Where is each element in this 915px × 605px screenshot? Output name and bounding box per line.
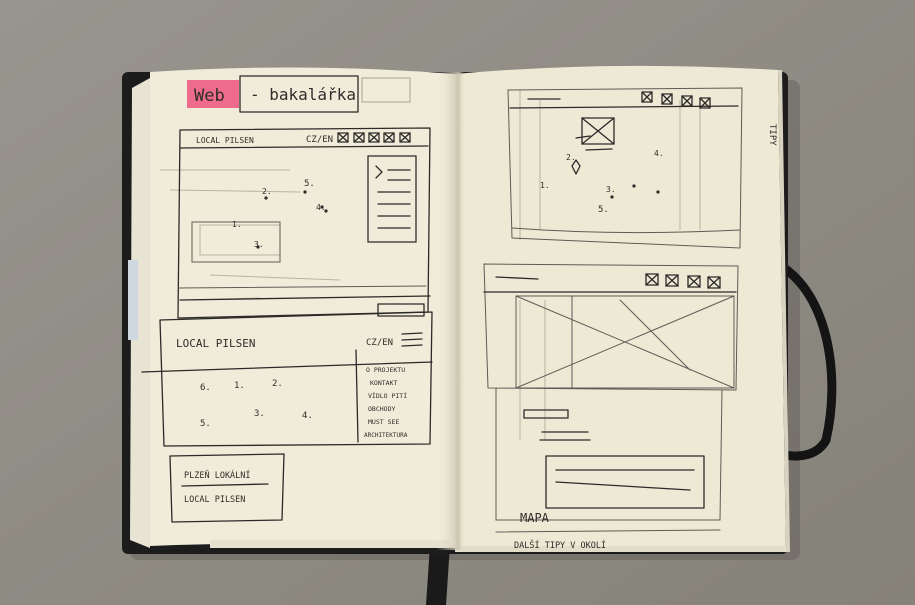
map-num-5: 5. xyxy=(598,205,609,215)
menu-item-6: ARCHITEKTURA xyxy=(364,432,408,439)
map-num-2: 2. xyxy=(566,153,576,162)
sketch2-brand: LOCAL PILSEN xyxy=(176,337,255,350)
menu-item-2: KONTAKT xyxy=(370,379,397,387)
grid-num-4: 4. xyxy=(302,411,313,421)
footer-tips-text: DALŠÍ TIPY V OKOLÍ xyxy=(514,539,606,551)
logo-box-line1: PLZEŇ LOKÁLNÍ xyxy=(184,469,251,481)
grid-num-2: 2. xyxy=(272,379,283,389)
mapa-label: MAPA xyxy=(520,511,550,525)
logo-box-line2: LOCAL PILSEN xyxy=(184,495,245,505)
map-num-4: 4. xyxy=(654,149,664,158)
sketch2-lang: CZ/EN xyxy=(366,338,393,348)
map-num-3: 3. xyxy=(606,185,616,194)
menu-item-1: O PROJEKTU xyxy=(366,366,405,374)
sketch1-brand: LOCAL PILSEN xyxy=(196,136,254,145)
grid-num-1: 1. xyxy=(234,381,245,391)
logo-text: Web xyxy=(194,86,225,106)
menu-item-3: VÍDLO PITÍ xyxy=(368,391,407,400)
map-num-1: 1. xyxy=(540,181,550,190)
marker-5: 5. xyxy=(304,179,315,189)
marker-2: 2. xyxy=(262,187,272,196)
grid-num-3: 3. xyxy=(254,409,265,419)
menu-item-5: MUST SEE xyxy=(368,418,399,426)
right-page xyxy=(455,66,786,552)
tab-label: TIPY xyxy=(767,124,777,146)
menu-item-4: OBCHODY xyxy=(368,405,395,413)
marker-1: 1. xyxy=(232,220,242,229)
sketch1-lang: CZ/EN xyxy=(306,135,333,145)
grid-num-6: 6. xyxy=(200,383,211,393)
notebook-title: - bakalářka xyxy=(250,85,356,104)
grid-num-5: 5. xyxy=(200,419,211,429)
